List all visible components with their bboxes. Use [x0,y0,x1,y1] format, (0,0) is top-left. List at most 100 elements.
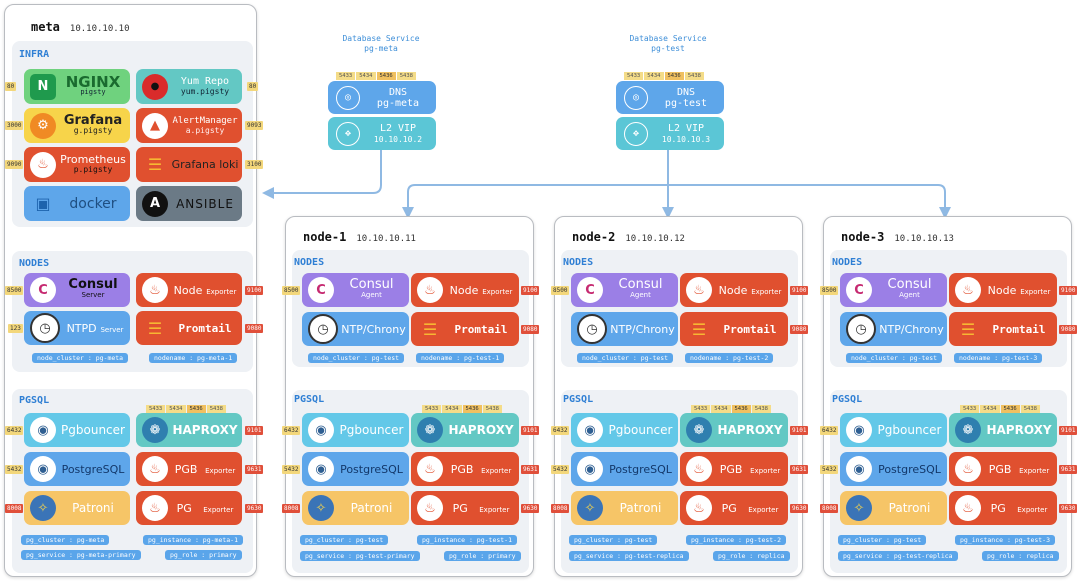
ntp-label: NTP/Chrony [610,322,675,336]
prometheus-icon: ♨ [142,456,168,482]
port-tag: 6432 [5,426,24,435]
pg-exporter-card[interactable]: ♨ PG Exporter [949,491,1057,525]
infra-title: INFRA [19,49,50,60]
haproxy-card[interactable]: ❁ HAPROXY [680,413,788,447]
port-tag: 3100 [245,160,264,169]
node-exporter-card[interactable]: ♨ Node Exporter [949,273,1057,307]
postgresql-card[interactable]: ◉ PostgreSQL [24,452,130,486]
ntpd-card[interactable]: ◷ NTPD Server [24,311,130,345]
prometheus-icon: ♨ [686,277,712,303]
node-exporter-card[interactable]: ♨ Node Exporter [680,273,788,307]
docker-card[interactable]: ▣ docker [24,186,130,221]
postgresql-label: PostgreSQL [878,462,941,476]
port-tag: 123 [8,324,23,333]
grafana-label: Grafana [63,112,123,128]
pgbouncer-card[interactable]: ◉ Pgbouncer [24,413,130,447]
nodename-label: nodename : pg-test-1 [416,353,505,363]
ansible-card[interactable]: A ANSIBLE [136,186,242,221]
ansible-label: ANSIBLE [176,196,234,211]
ntp-card[interactable]: ◷ NTP/Chrony [302,312,409,346]
exporter-sub: Exporter [750,467,781,475]
meta-name: meta [31,20,60,34]
pg-exporter-card[interactable]: ♨ PG Exporter [411,491,519,525]
prometheus-icon: ♨ [686,456,712,482]
ntp-card[interactable]: ◷ NTP/Chrony [571,312,678,346]
pg-exporter-card[interactable]: ♨ PG Exporter [680,491,788,525]
node-exporter-sub: Exporter [1020,288,1051,296]
node-ip: 10.10.10.13 [894,234,954,244]
node-exporter-card[interactable]: ♨ Node Exporter [411,273,519,307]
promtail-card[interactable]: ☰ Promtail [680,312,788,346]
patroni-label: Patroni [888,501,931,515]
port-tag: 9630 [245,504,264,513]
prometheus-icon: ♨ [686,495,712,521]
python-icon: ✧ [308,495,334,521]
postgresql-card[interactable]: ◉ PostgreSQL [571,452,678,486]
pgb-exporter-card[interactable]: ♨ PGB Exporter [136,452,242,486]
consul-icon: C [577,277,603,303]
postgresql-card[interactable]: ◉ PostgreSQL [840,452,947,486]
prometheus-icon: ♨ [955,495,981,521]
patroni-card[interactable]: ✧ Patroni [840,491,947,525]
prometheus-sub: p.pigsty [73,164,113,174]
ntp-card[interactable]: ◷ NTP/Chrony [840,312,947,346]
pg-exporter-card[interactable]: ♨ PG Exporter [136,491,242,525]
port-tag: 5438 [751,405,771,413]
dns-label: DNS [676,86,696,98]
pg-instance-label: pg_instance : pg-test-2 [686,535,787,545]
port-tag: 9630 [1059,504,1078,513]
haproxy-card[interactable]: ❁ HAPROXY [136,413,242,447]
promtail-card[interactable]: ☰ Promtail [411,312,519,346]
node-cluster-label: node_cluster : pg-test [846,353,943,363]
patroni-card[interactable]: ✧ Patroni [302,491,409,525]
patroni-card[interactable]: ✧ Patroni [571,491,678,525]
pgbouncer-card[interactable]: ◉ Pgbouncer [571,413,678,447]
postgresql-card[interactable]: ◉ PostgreSQL [302,452,409,486]
node-exporter-card[interactable]: ♨ Node Exporter [136,273,242,307]
pgbouncer-card[interactable]: ◉ Pgbouncer [302,413,409,447]
pgsql-title: PGSQL [294,394,325,405]
vip-ip: 10.10.10.2 [373,134,423,144]
consul-icon: C [30,277,56,303]
node-exporter-label: Node [718,284,748,297]
promtail-card[interactable]: ☰ Promtail [136,311,242,345]
pgb-exporter-card[interactable]: ♨ PGB Exporter [411,452,519,486]
pgb-exporter-label: PGB [174,463,198,476]
pg-cluster-label: pg_cluster : pg-test [569,535,658,545]
port-tag: 5432 [551,465,570,474]
loki-icon: ☰ [147,318,163,338]
ntpd-label: NTPD [66,322,97,335]
pgb-exporter-card[interactable]: ♨ PGB Exporter [680,452,788,486]
haproxy-card[interactable]: ❁ HAPROXY [949,413,1057,447]
patroni-label: Patroni [72,501,114,515]
loki-card[interactable]: ☰ Grafana loki [136,147,242,182]
port-tag: 5434 [644,72,664,80]
node-name: node-3 [841,230,885,244]
promtail-card[interactable]: ☰ Promtail [949,312,1057,346]
pg-exporter-label: PG [721,502,737,515]
haproxy-card[interactable]: ❁ HAPROXY [411,413,519,447]
pgb-exporter-card[interactable]: ♨ PGB Exporter [949,452,1057,486]
port-tag: 8008 [282,504,301,513]
postgres-icon: ◉ [577,456,603,482]
pgbouncer-card[interactable]: ◉ Pgbouncer [840,413,947,447]
patroni-card[interactable]: ✧ Patroni [24,491,130,525]
dns-name: pg-meta [376,97,420,109]
vip-ip: 10.10.10.3 [661,134,711,144]
pg-role-label: pg_role : replica [713,551,790,561]
